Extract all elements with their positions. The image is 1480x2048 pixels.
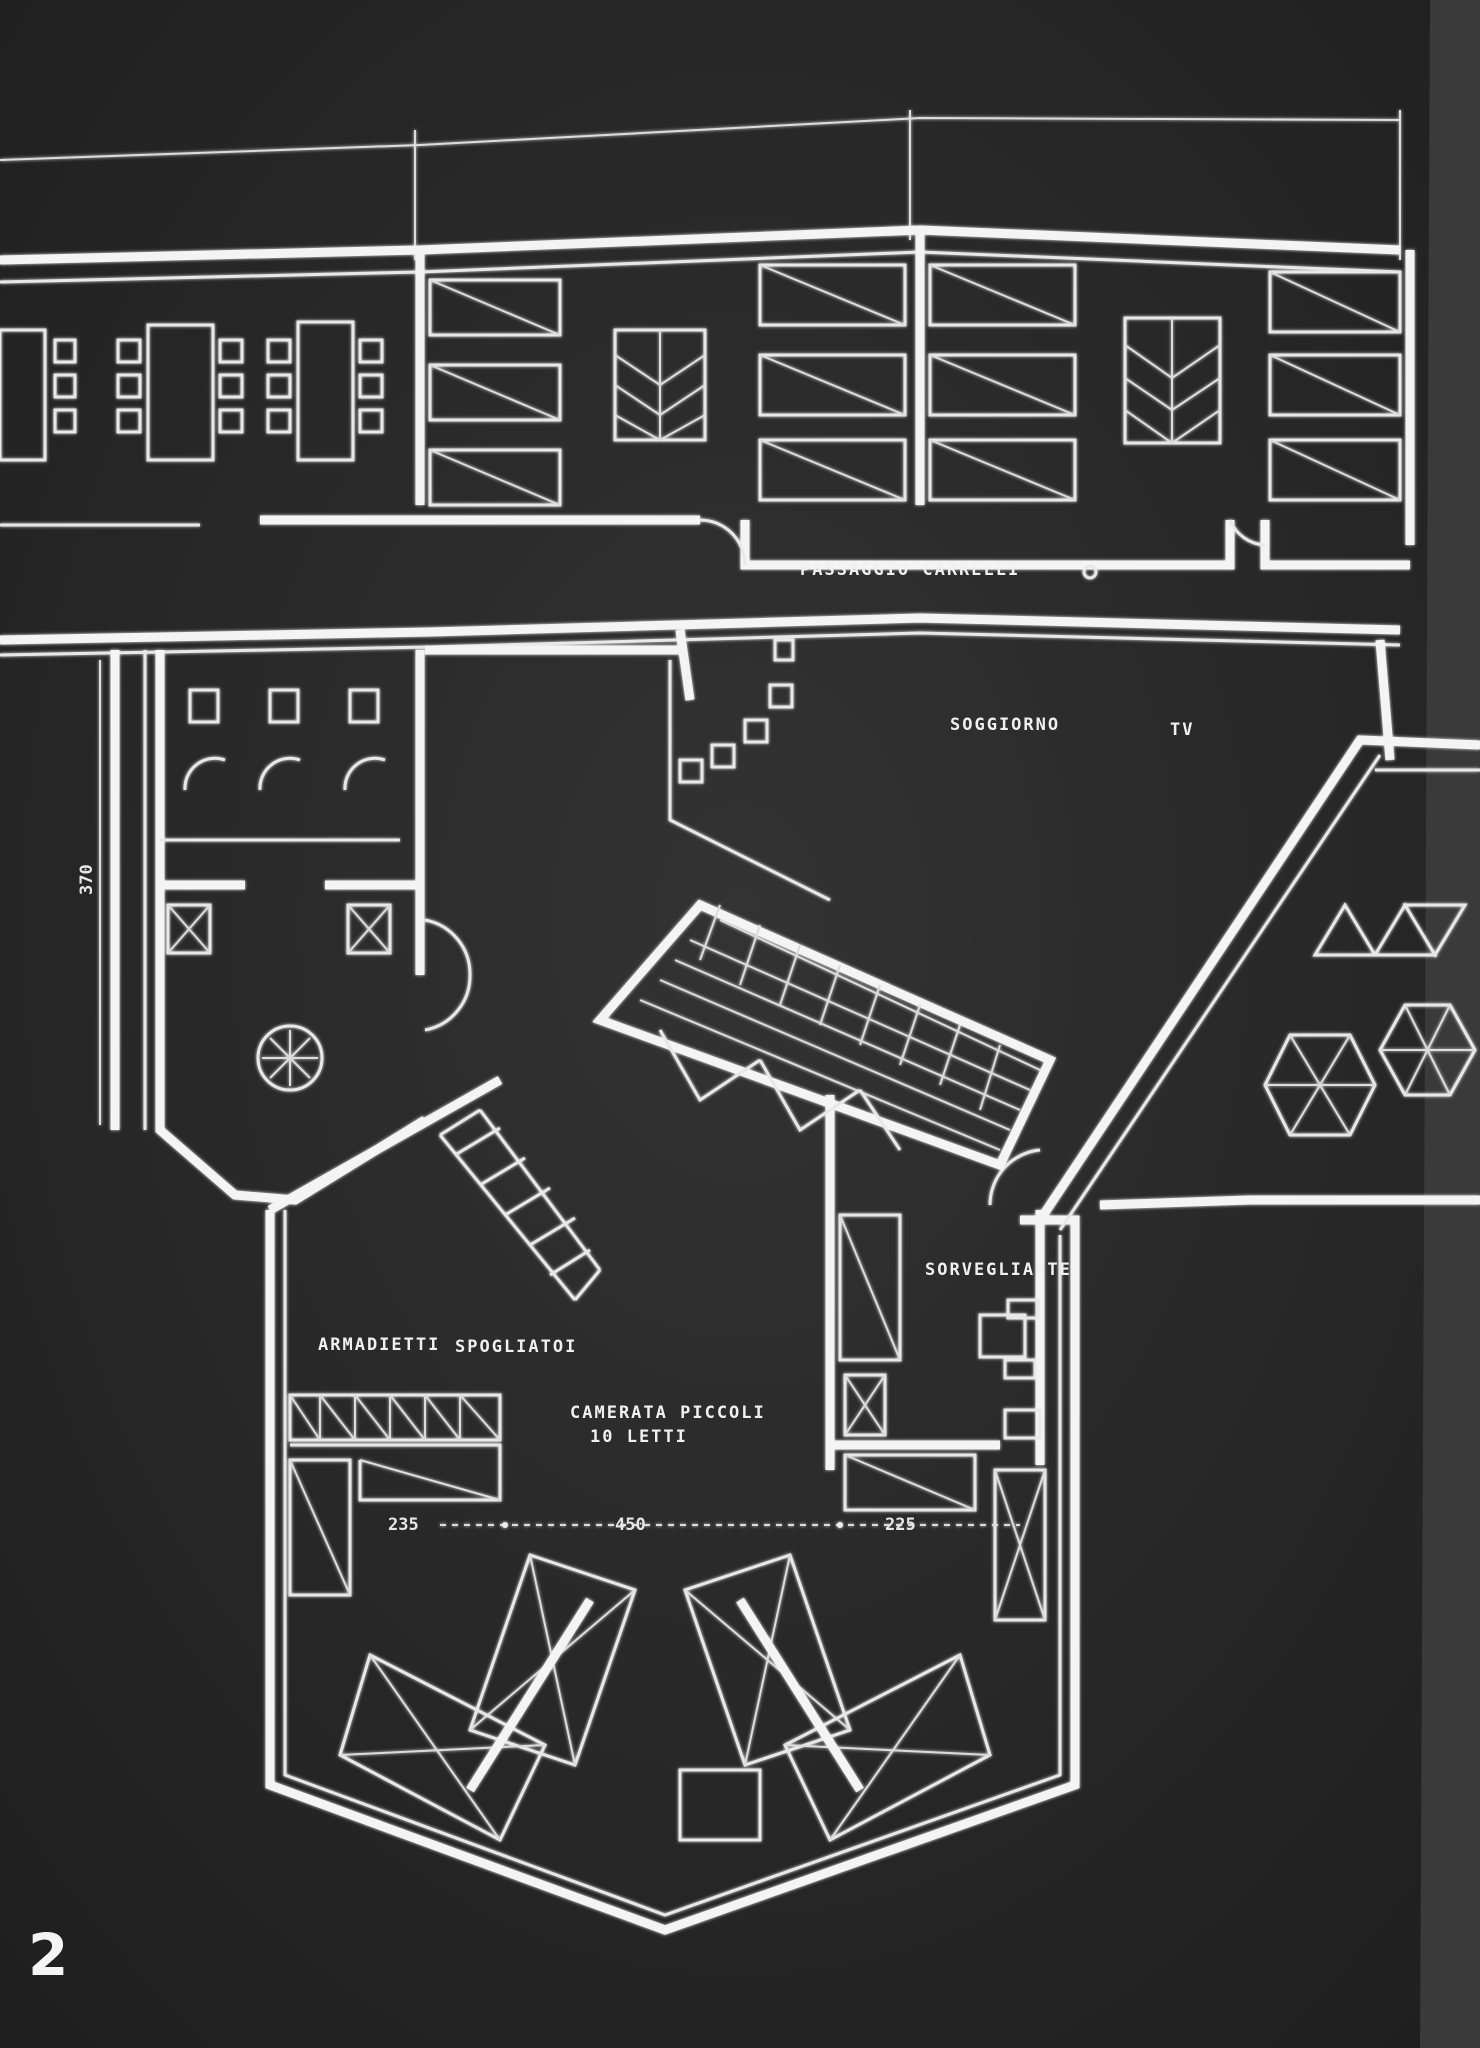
supervisor-room	[830, 1210, 1047, 1622]
tv-label: TV	[1170, 720, 1194, 740]
upper-wing	[0, 225, 1415, 580]
upper-wing-furniture	[428, 263, 1402, 507]
lockers	[288, 1393, 502, 1597]
sorveglianza-label: SORVEGLIANTE	[925, 1260, 1072, 1280]
camerata-beds-label: 10 LETTI	[590, 1427, 688, 1447]
dimension-chain	[440, 1522, 1020, 1528]
spogliatoi-label: SPOGLIATOI	[455, 1337, 577, 1357]
top-dimension-line	[0, 110, 1401, 260]
corridor-walls	[0, 613, 1401, 657]
armadietti-label: ARMADIETTI	[318, 1335, 440, 1355]
stair	[438, 899, 1057, 1301]
lounge-tables	[1263, 902, 1477, 1137]
dimension-vertical: 370	[77, 864, 97, 895]
soggiorno-label: SOGGIORNO	[950, 715, 1060, 735]
dimension-235: 235	[388, 1515, 419, 1535]
figure-number: 2	[28, 1921, 68, 1989]
page-edge	[1420, 0, 1480, 2048]
camerata-label: CAMERATA PICCOLI	[570, 1403, 766, 1423]
dimension-450: 450	[615, 1515, 646, 1535]
beds	[338, 1553, 992, 1843]
corridor-label-1: PASSAGGIO CARRELLI	[800, 560, 1020, 580]
dining-tables	[0, 320, 384, 462]
dimension-225: 225	[885, 1515, 916, 1535]
entry-furniture	[675, 629, 1480, 784]
dormitory-outline	[265, 639, 1480, 1935]
